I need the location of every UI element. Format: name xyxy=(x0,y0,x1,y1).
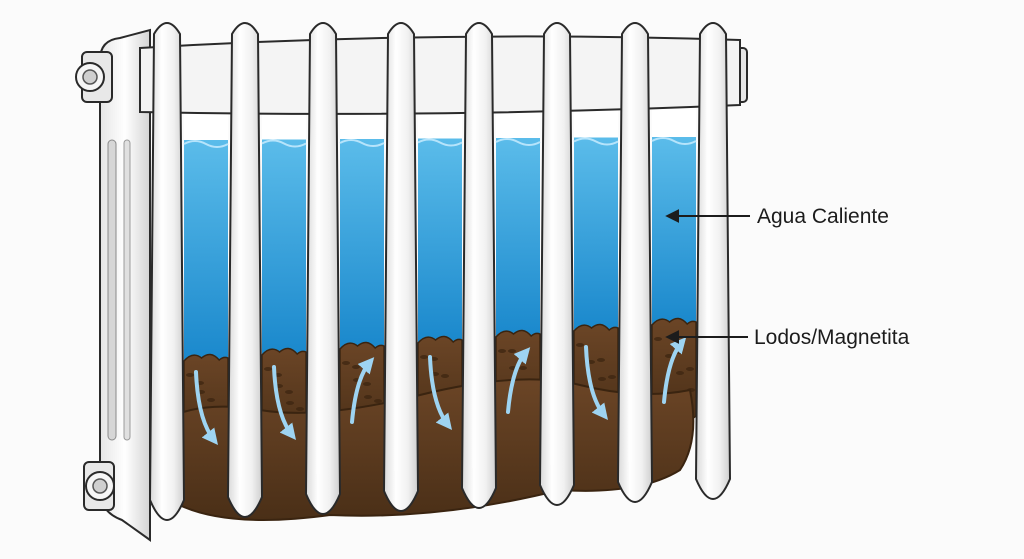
top-header-pipe xyxy=(139,35,741,115)
radiator-column-2 xyxy=(226,22,264,518)
flow-arrow-down xyxy=(584,345,608,420)
bottom-fitting-nut xyxy=(83,461,115,511)
flow-arrow-down xyxy=(194,370,218,445)
flow-arrow-up xyxy=(350,357,375,424)
radiator-end-cap xyxy=(99,28,151,542)
flow-arrow-down xyxy=(428,355,452,430)
gap-panel-2 xyxy=(261,108,307,446)
radiator-column-1 xyxy=(148,22,186,521)
hot-water-label: Agua Caliente xyxy=(757,205,889,228)
gap-panel-6 xyxy=(573,108,619,430)
water-fill xyxy=(652,137,696,325)
radiator-column-4 xyxy=(382,22,420,512)
flow-arrow-down xyxy=(272,365,296,440)
water-fill xyxy=(184,140,228,361)
radiator-column-8 xyxy=(694,22,732,500)
water-fill xyxy=(340,139,384,349)
water-fill xyxy=(262,139,306,355)
gap-panel-7 xyxy=(651,108,697,426)
flow-arrow-up xyxy=(506,347,531,414)
gap-panel-3 xyxy=(339,108,385,442)
radiator-column-7 xyxy=(616,22,654,503)
water-fill xyxy=(418,138,462,343)
radiator-columns xyxy=(148,22,732,521)
gap-panel-1 xyxy=(183,108,229,450)
radiator-column-5 xyxy=(460,22,498,509)
water-fill xyxy=(574,137,618,331)
radiator-column-3 xyxy=(304,22,342,515)
top-fitting-nut xyxy=(75,51,113,103)
sludge-label: Lodos/Magnetita xyxy=(754,326,910,349)
water-fill xyxy=(496,138,540,337)
radiator-column-6 xyxy=(538,22,576,506)
flow-arrow-up xyxy=(662,337,687,404)
sludge-flow-arrows xyxy=(194,337,687,445)
